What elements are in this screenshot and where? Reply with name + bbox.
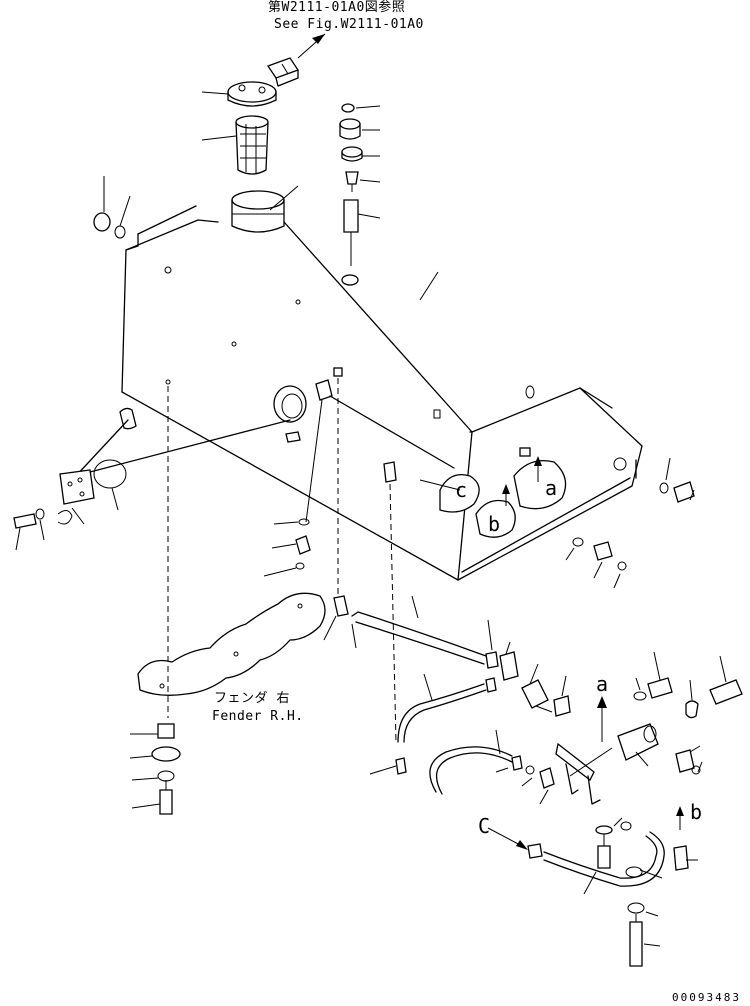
view-mark-c: c <box>455 478 468 502</box>
view-arrows-lower <box>597 696 684 830</box>
fender-label-english: Fender R.H. <box>212 709 304 724</box>
reference-note-japanese: 第W2111-01A0図参照 <box>268 0 406 15</box>
view-arrow-label-b: b <box>690 800 703 824</box>
view-arrow-label-a: a <box>596 672 609 696</box>
sender-connector <box>267 57 299 87</box>
strainer <box>201 115 269 175</box>
fuel-tank-body <box>121 205 643 581</box>
fender-rh <box>137 592 326 696</box>
reference-arrow <box>297 33 326 59</box>
tank-port <box>273 385 307 443</box>
breather-stack <box>339 103 381 286</box>
right-side-fittings <box>565 457 695 589</box>
fender-label-japanese: フェンダ 右 <box>214 691 290 706</box>
left-side-fittings <box>263 518 311 577</box>
view-mark-a: a <box>545 476 558 500</box>
lower-hose <box>397 673 497 743</box>
view-marks-on-tank <box>419 447 567 538</box>
upper-hose <box>323 595 519 681</box>
elbow-fitting <box>305 367 455 596</box>
fuel-sender <box>13 407 291 551</box>
hose-mount-line <box>369 461 407 775</box>
fuel-gauge-unit <box>201 81 277 107</box>
mount-stack <box>129 723 181 815</box>
view-arrow-label-c: C <box>478 814 491 838</box>
drain-cap-left <box>93 176 131 239</box>
return-hose <box>429 729 555 805</box>
view-mark-b: b <box>488 512 501 536</box>
filler-neck <box>231 185 299 233</box>
bottom-hose <box>487 817 698 967</box>
reference-note-english: See Fig.W2111-01A0 <box>274 17 424 32</box>
valve-assembly <box>521 651 743 805</box>
drawing-number: 00093483 <box>672 991 741 1004</box>
mount-bolt-line <box>165 379 171 718</box>
